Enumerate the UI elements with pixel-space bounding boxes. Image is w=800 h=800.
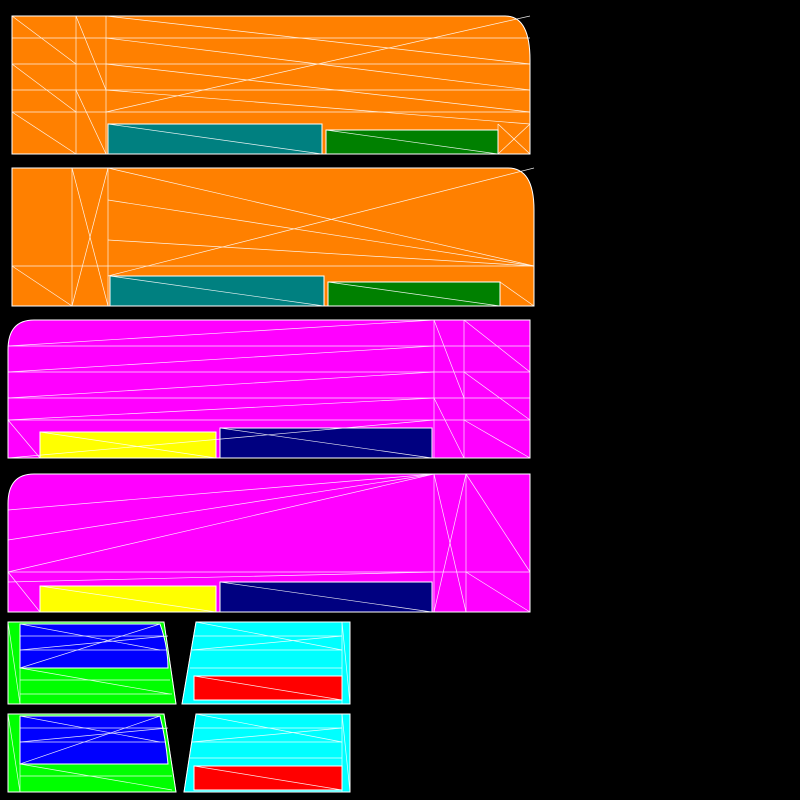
small-left-2-wireframe [7,713,177,793]
orange-panel-1 [11,15,531,155]
magenta-panel-1-wireframe [7,319,531,459]
small-left-1-wireframe [7,621,177,705]
orange-panel-2-wireframe [11,167,535,307]
small-left-1-blue-block [19,623,169,669]
orange-panel-2-fill [11,167,535,307]
small-right-2-wireframe [183,713,351,793]
orange-panel-2 [11,167,535,307]
orange-panel-1-fill [11,15,531,155]
small-left-2 [7,713,177,793]
magenta-panel-1 [7,319,531,459]
magenta-panel-2 [7,473,531,613]
orange-panel-1-wireframe [11,15,531,155]
magenta-panel-2-wireframe [7,473,531,613]
small-left-1 [7,621,177,705]
small-right-1-wireframe [181,621,351,705]
small-right-2 [183,713,351,793]
small-right-1 [181,621,351,705]
